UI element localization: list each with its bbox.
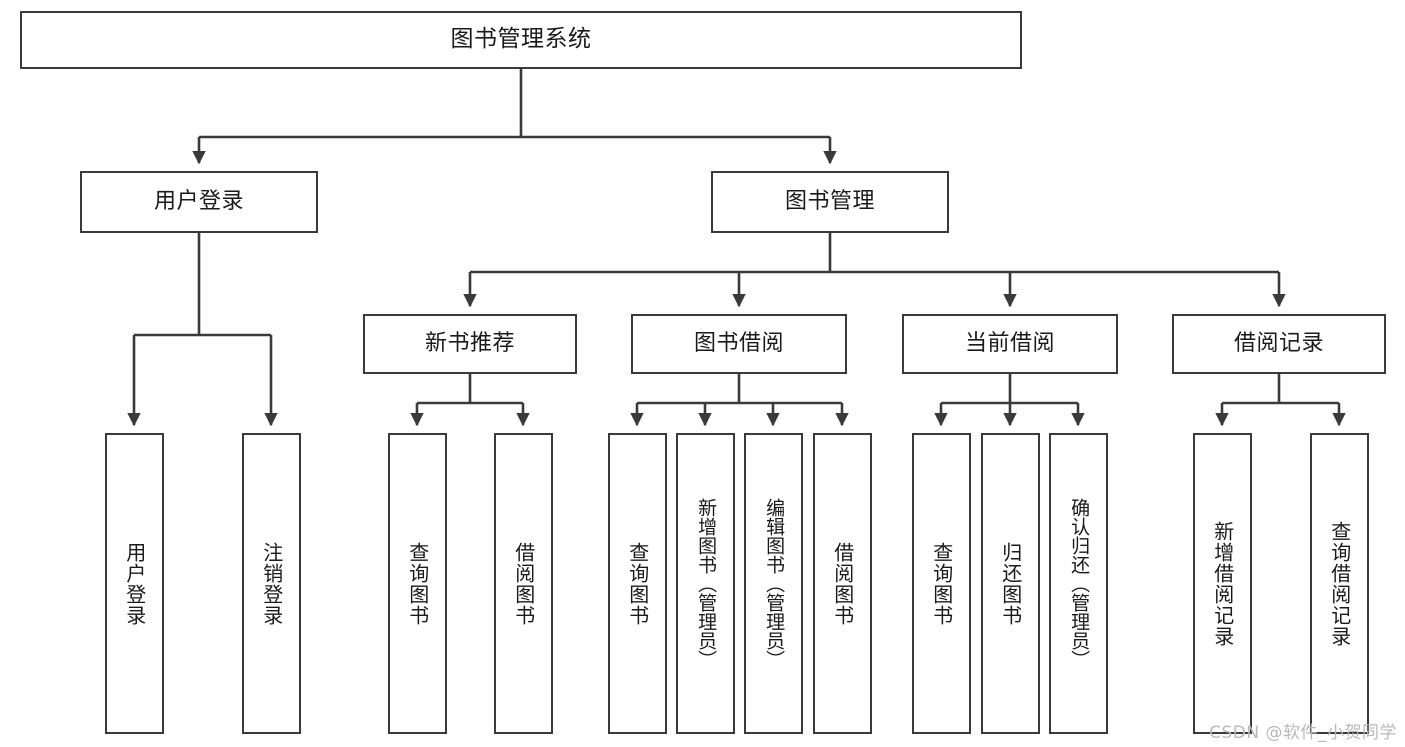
node-current-borrow[interactable]: 当前借阅 <box>902 314 1118 374</box>
node-new-book-recommend[interactable]: 新书推荐 <box>363 314 577 374</box>
node-leaf-query-book-1[interactable]: 查询图书 <box>388 433 447 734</box>
node-leaf-user-login[interactable]: 用户登录 <box>105 433 164 734</box>
node-leaf-edit-book[interactable]: 编辑图书（管理员） <box>744 433 803 734</box>
node-user-login[interactable]: 用户登录 <box>80 171 318 233</box>
node-borrow-record[interactable]: 借阅记录 <box>1172 314 1386 374</box>
csdn-watermark: CSDN @软件_小贺同学 <box>1209 723 1397 743</box>
node-leaf-borrow-book-2[interactable]: 借阅图书 <box>813 433 872 734</box>
node-leaf-add-record[interactable]: 新增借阅记录 <box>1193 433 1252 734</box>
node-root[interactable]: 图书管理系统 <box>20 11 1022 69</box>
node-book-manage[interactable]: 图书管理 <box>711 171 949 233</box>
node-leaf-query-book-3[interactable]: 查询图书 <box>912 433 971 734</box>
node-leaf-query-record[interactable]: 查询借阅记录 <box>1310 433 1369 734</box>
node-leaf-add-book[interactable]: 新增图书（管理员） <box>676 433 735 734</box>
node-leaf-return-book[interactable]: 归还图书 <box>981 433 1040 734</box>
node-leaf-confirm-return[interactable]: 确认归还（管理员） <box>1049 433 1108 734</box>
node-leaf-borrow-book-1[interactable]: 借阅图书 <box>494 433 553 734</box>
node-leaf-query-book-2[interactable]: 查询图书 <box>608 433 667 734</box>
node-book-borrow[interactable]: 图书借阅 <box>631 314 847 374</box>
node-leaf-user-logout[interactable]: 注销登录 <box>242 433 301 734</box>
